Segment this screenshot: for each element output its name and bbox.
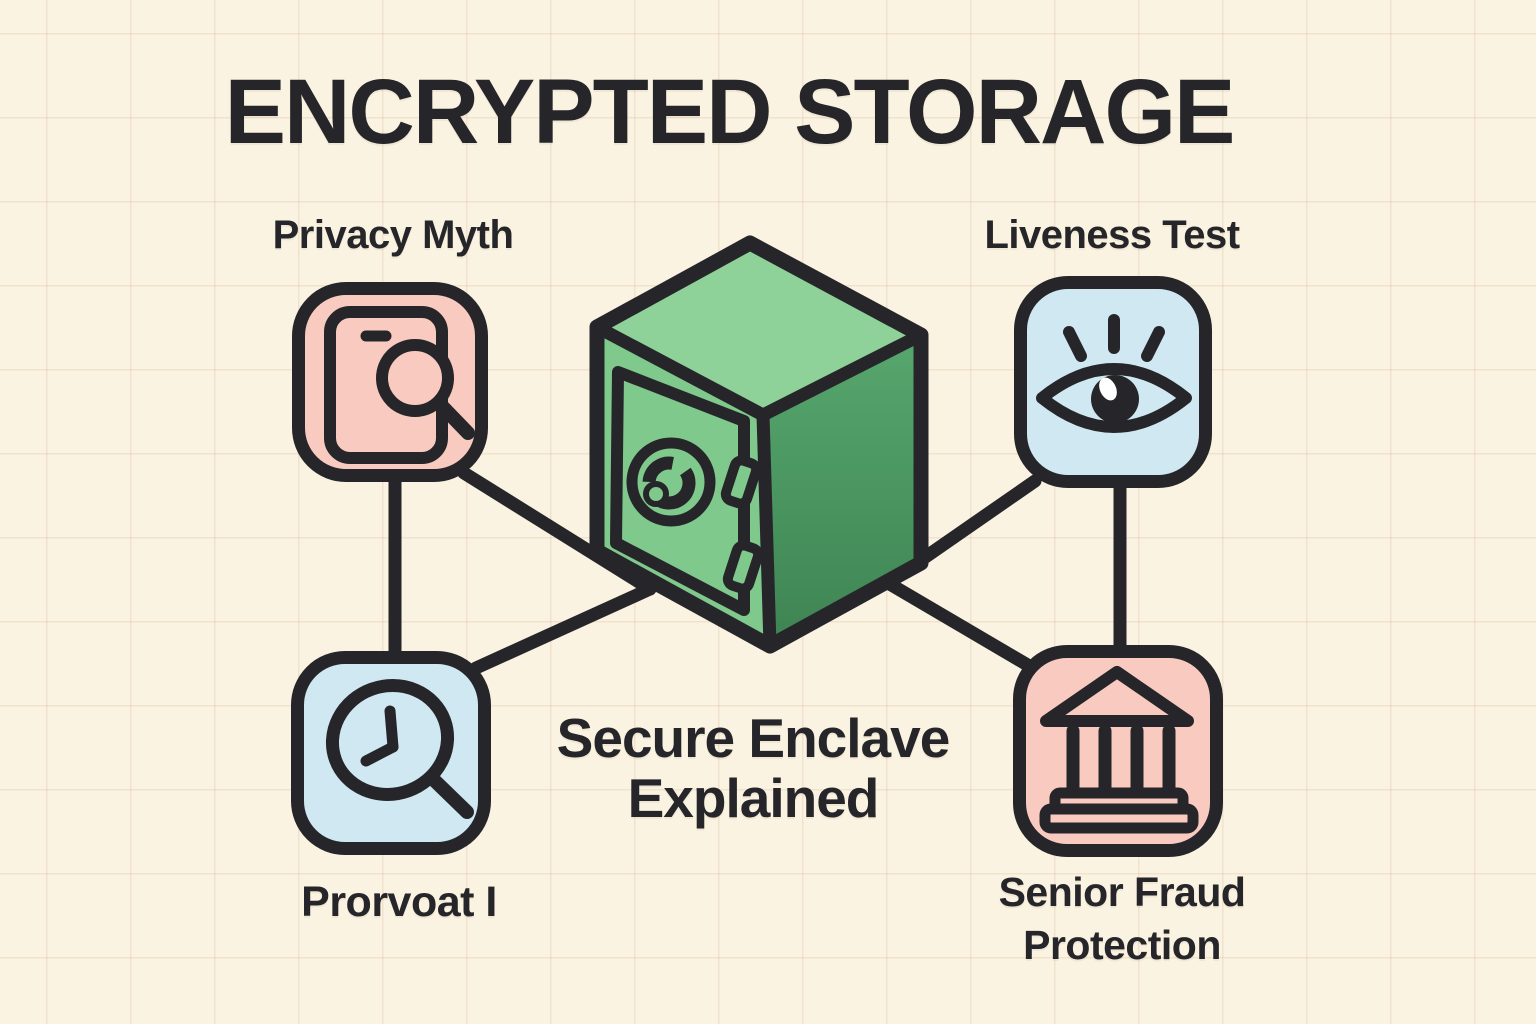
node-card-senior-fraud [1013, 645, 1223, 857]
eye-icon [1036, 314, 1192, 433]
center-caption-line2: Explained [627, 767, 880, 829]
safe-dial [626, 437, 716, 527]
node-card-liveness-test [1014, 276, 1212, 488]
eye-pupil [1091, 375, 1139, 423]
bank-icon [1039, 666, 1199, 834]
center-caption: Secure Enclave Explained [556, 707, 951, 829]
safe-hinges [720, 455, 764, 594]
senior-fraud-label-line2: Protection [1023, 922, 1221, 968]
senior-fraud-label: Senior Fraud Protection [999, 866, 1246, 972]
privacy-myth-label: Privacy Myth [272, 213, 514, 257]
safe-door [610, 366, 750, 616]
senior-fraud-label-line1: Senior Fraud [998, 869, 1246, 915]
liveness-test-label: Liveness Test [984, 213, 1240, 257]
connector-lines [388, 466, 1127, 675]
connector-senior-to-safe [881, 576, 1038, 674]
center-caption-line1: Secure Enclave [556, 707, 951, 769]
node-card-privacy-myth [292, 282, 488, 482]
safe-outline [589, 235, 929, 654]
connector-history-to-safe [469, 582, 657, 675]
phone-magnifier-icon [324, 306, 475, 464]
history-search-label: Prorvoat I [301, 878, 497, 926]
node-card-history-search [291, 651, 491, 855]
safe-side-face [763, 335, 921, 646]
clock-magnifier-icon [325, 679, 474, 819]
page-title: ENCRYPTED STORAGE [224, 61, 1236, 163]
safe-vault-icon [589, 235, 929, 654]
eye-highlight [1099, 377, 1117, 401]
